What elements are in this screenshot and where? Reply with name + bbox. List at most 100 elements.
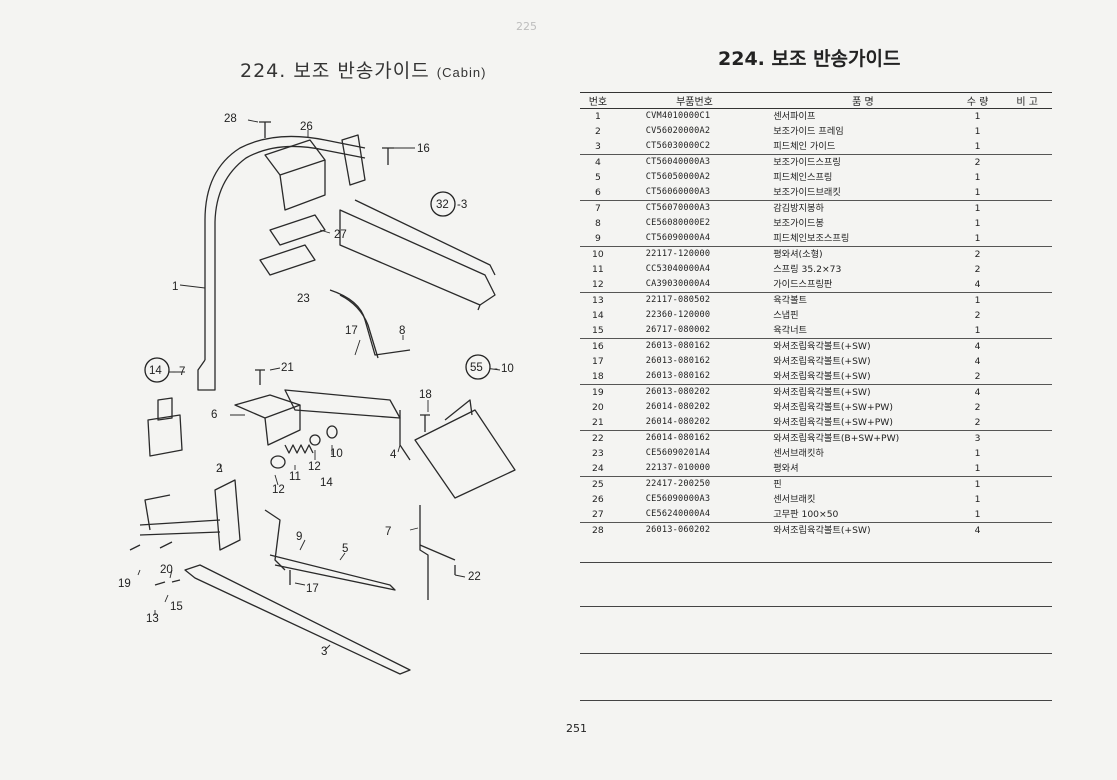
cell-quantity: 1 — [974, 479, 981, 490]
callout-10b: 10 — [330, 448, 343, 460]
cell-remarks — [1002, 216, 1052, 231]
callout-15: 15 — [170, 601, 183, 613]
cell-part-name: 피드체인 가이드 — [773, 139, 953, 155]
cell-part-name: 보조가이드봉 — [773, 218, 824, 229]
cell-number: 16 — [592, 341, 604, 352]
header-quantity: 수 량 — [952, 92, 1003, 109]
cell-quantity: 2 — [974, 402, 981, 413]
cell-number: 14 — [592, 310, 604, 321]
cell-quantity: 1 — [952, 185, 1003, 201]
cell-number: 10 — [592, 249, 604, 260]
cell-part-number: CC53040000A4 — [645, 264, 711, 274]
cell-remarks — [1002, 385, 1052, 401]
cell-part-number: 22417-200250 — [645, 479, 711, 489]
cell-quantity: 4 — [974, 525, 981, 536]
cell-quantity: 1 — [952, 139, 1003, 155]
cell-number: 11 — [592, 264, 604, 275]
diagram-title-suffix: (Cabin) — [436, 65, 487, 80]
callout-17a: 17 — [345, 325, 358, 337]
cell-number: 19 — [592, 387, 604, 398]
cell-part-number: 26014-080202 — [645, 402, 711, 412]
cell-part-number: 22360-120000 — [645, 310, 711, 320]
callout-20: 20 — [160, 564, 173, 576]
cell-remarks — [1002, 109, 1052, 125]
blank-rule-line — [580, 700, 1052, 701]
cell-remarks — [1002, 231, 1052, 247]
cell-number: 20 — [592, 402, 604, 413]
callout-7-suffix: - 7 — [172, 366, 185, 378]
callout-5: 5 — [342, 543, 348, 555]
cell-remarks — [1002, 170, 1052, 185]
cell-part-number: CT56050000A2 — [645, 172, 711, 182]
cell-quantity: 1 — [974, 172, 981, 183]
cell-quantity: 1 — [974, 295, 981, 306]
cell-remarks — [1002, 308, 1052, 323]
cell-part-name: 센서브래킷 — [773, 494, 816, 505]
cell-quantity: 1 — [952, 461, 1003, 477]
cell-quantity: 4 — [974, 387, 981, 398]
cell-part-name: 보조가이드브래킷 — [773, 185, 953, 201]
cell-part-number: 26013-080162 — [615, 369, 774, 385]
cell-part-number: CT56060000A3 — [615, 185, 774, 201]
cell-part-name: 스프링 35.2×73 — [773, 264, 842, 275]
cell-part-name: 평와셔(소형) — [773, 249, 823, 260]
cell-remarks — [1002, 139, 1052, 155]
cell-quantity: 1 — [974, 203, 981, 214]
cell-part-name: 와셔조립육각볼트(+SW) — [773, 356, 871, 367]
cell-part-name: 와셔조립육각볼트(+SW) — [773, 341, 871, 352]
exploded-parts-diagram: 28 26 16 32 -3 27 1 23 17 8 14 - 7 21 55… — [118, 113, 516, 675]
header-remarks: 비 고 — [1002, 92, 1052, 109]
cell-quantity: 1 — [974, 111, 981, 122]
header-part-name: 품 명 — [773, 92, 953, 109]
cell-remarks — [1002, 339, 1052, 355]
cell-part-number: 26013-080162 — [645, 356, 711, 366]
cell-part-number: 22117-080502 — [645, 295, 711, 305]
sensor-pipe-part — [204, 135, 366, 360]
callout-16: 16 — [417, 143, 430, 155]
callout-2: 2 — [216, 463, 222, 475]
callout-7b: 7 — [385, 526, 391, 538]
callout-17b: 17 — [306, 583, 319, 595]
cell-part-number: 26013-080162 — [645, 341, 711, 351]
callout-3-suffix: -3 — [457, 199, 467, 211]
cell-number: 28 — [592, 525, 604, 536]
cell-part-name: 감김방지봉하 — [773, 203, 824, 214]
cell-number: 25 — [592, 479, 604, 490]
cell-quantity: 1 — [974, 448, 981, 459]
cell-number: 27 — [580, 507, 616, 523]
cell-quantity: 1 — [974, 494, 981, 505]
header-number: 번호 — [580, 92, 616, 109]
callout-19: 19 — [118, 578, 131, 590]
callout-9: 9 — [296, 531, 302, 543]
cell-quantity: 2 — [952, 369, 1003, 385]
cell-quantity: 1 — [974, 126, 981, 137]
cell-quantity: 2 — [974, 249, 981, 260]
cell-number: 21 — [580, 415, 616, 431]
cell-part-number: 26014-080162 — [645, 433, 711, 443]
sensor-bracket-part — [264, 139, 326, 176]
blank-rule-line — [580, 653, 1052, 654]
callout-11: 11 — [289, 471, 301, 483]
callout-18: 18 — [419, 389, 432, 401]
cell-remarks — [1002, 369, 1052, 385]
cell-remarks — [1002, 201, 1052, 217]
cell-part-name: 보조가이드 프레임 — [773, 126, 844, 137]
cell-part-name: 스냅핀 — [773, 310, 799, 321]
cell-part-name: 보조가이드스프링 — [773, 157, 841, 168]
callout-28: 28 — [224, 113, 237, 125]
cell-part-name: 와셔조립육각볼트(+SW) — [773, 387, 871, 398]
cell-remarks — [1002, 262, 1052, 277]
table-header-row: 번호 부품번호 품 명 수 량 비 고 — [580, 92, 1052, 109]
